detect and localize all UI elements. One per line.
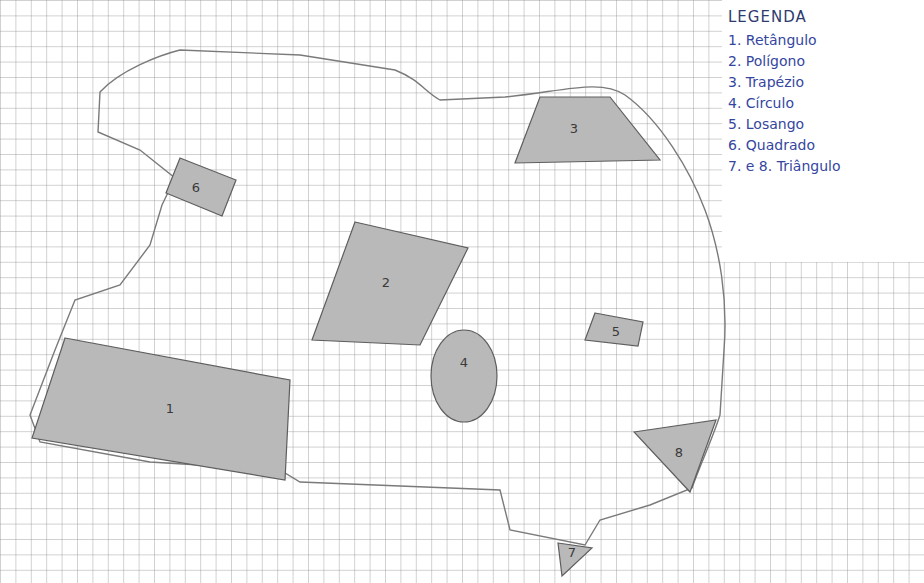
triangle-shape: 8	[634, 420, 716, 492]
trapezoid-shape: 3	[515, 97, 660, 163]
callout-number: 8	[675, 446, 683, 459]
shaded-shape	[558, 543, 592, 576]
legend-entry: 1. Retângulo	[728, 30, 841, 51]
shaded-shape	[166, 158, 236, 216]
shaded-shape	[585, 313, 643, 346]
legend-entry: 4. Círculo	[728, 93, 841, 114]
lozenge-shape: 5	[585, 313, 643, 346]
polygon-shape: 2	[312, 222, 468, 345]
shape-outline	[515, 97, 660, 163]
callout-number: 2	[382, 276, 390, 289]
rectangle-shape: 1	[32, 338, 290, 480]
legend-entry: 7. e 8. Triângulo	[728, 156, 841, 177]
legend-ground	[722, 0, 924, 262]
shaded-shape	[312, 222, 468, 345]
shaded-shape	[515, 97, 660, 163]
shaded-shape	[634, 420, 716, 492]
circle-shape: 4	[431, 330, 497, 422]
legend-text: 5. Losango	[728, 116, 804, 132]
legend-text: 4. Círculo	[728, 95, 794, 111]
shape-outline	[431, 330, 497, 422]
legend-text: 6. Quadrado	[728, 137, 815, 153]
legend-text: 7. e 8. Triângulo	[728, 158, 841, 174]
legend-entry: 3. Trapézio	[728, 72, 841, 93]
legend-text: 1. Retângulo	[728, 32, 817, 48]
shape-outline	[166, 158, 236, 216]
legend-title: LEGENDA	[728, 8, 841, 26]
callout-number: 3	[570, 122, 578, 135]
region-outline	[30, 50, 725, 545]
triangle-shape: 7	[558, 543, 592, 576]
callout-number: 6	[192, 181, 200, 194]
legend-entry: 5. Losango	[728, 114, 841, 135]
callout-number: 1	[166, 402, 174, 415]
legend-entry: 6. Quadrado	[728, 135, 841, 156]
shape-outline	[32, 338, 290, 480]
legend-text: 3. Trapézio	[728, 74, 804, 90]
legend: LEGENDA 1. Retângulo 2. Polígono 3. Trapézi…	[728, 8, 841, 177]
callout-number: 7	[568, 546, 576, 559]
shaded-shape	[431, 330, 497, 422]
shaded-shape	[32, 338, 290, 480]
legend-entry: 2. Polígono	[728, 51, 841, 72]
legend-text: 2. Polígono	[728, 53, 805, 69]
callout-number: 5	[612, 325, 620, 338]
square-shape: 6	[166, 158, 236, 216]
callout-number: 4	[460, 356, 468, 369]
